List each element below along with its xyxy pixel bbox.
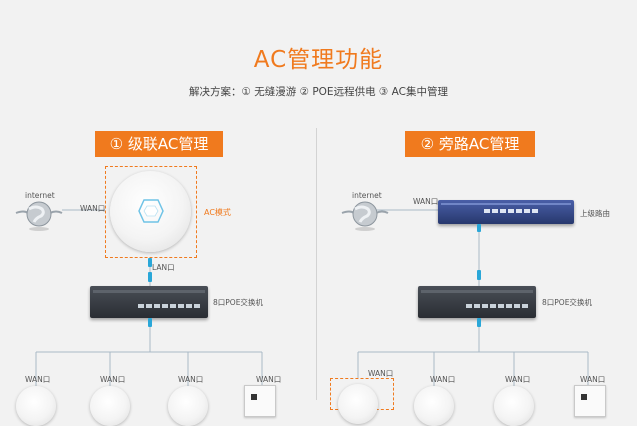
ceiling-ap bbox=[494, 386, 534, 426]
branch-wan-label: WAN口 bbox=[178, 374, 203, 385]
wan-uplink-label: WAN口 bbox=[413, 196, 438, 207]
branch-wan-label: WAN口 bbox=[580, 374, 605, 385]
lan-cable-plug bbox=[148, 272, 152, 282]
ceiling-ap bbox=[414, 386, 454, 426]
wan-uplink-label: WAN口 bbox=[80, 203, 105, 214]
ceiling-ap bbox=[168, 386, 208, 426]
switch-cable-plug bbox=[148, 318, 152, 327]
ap-hexagon-icon bbox=[138, 199, 164, 223]
branch-wan-label: WAN口 bbox=[505, 374, 530, 385]
poe-switch bbox=[90, 286, 208, 318]
internet-label: internet bbox=[352, 191, 382, 200]
switch-label: 8口POE交换机 bbox=[213, 297, 263, 308]
wall-panel-ap bbox=[574, 385, 606, 417]
lan-port-label: LAN口 bbox=[152, 262, 175, 273]
router-cable-plug bbox=[477, 224, 481, 232]
internet-globe-icon bbox=[340, 196, 390, 232]
router-cable-plug bbox=[477, 270, 481, 280]
ceiling-ap bbox=[16, 386, 56, 426]
ceiling-ap bbox=[338, 384, 378, 424]
branch-wan-label: WAN口 bbox=[368, 368, 393, 379]
switch-cable-plug bbox=[477, 318, 481, 327]
branch-wan-label: WAN口 bbox=[430, 374, 455, 385]
switch-label: 8口POE交换机 bbox=[542, 297, 592, 308]
ceiling-ap bbox=[90, 386, 130, 426]
ac-mode-label: AC模式 bbox=[204, 207, 231, 218]
poe-switch bbox=[418, 286, 536, 318]
branch-wan-label: WAN口 bbox=[256, 374, 281, 385]
branch-wan-label: WAN口 bbox=[25, 374, 50, 385]
internet-label: internet bbox=[25, 191, 55, 200]
wall-panel-ap bbox=[244, 385, 276, 417]
branch-wan-label: WAN口 bbox=[100, 374, 125, 385]
upper-router bbox=[438, 200, 574, 224]
internet-globe-icon bbox=[14, 196, 64, 232]
router-label: 上级路由 bbox=[580, 208, 610, 219]
